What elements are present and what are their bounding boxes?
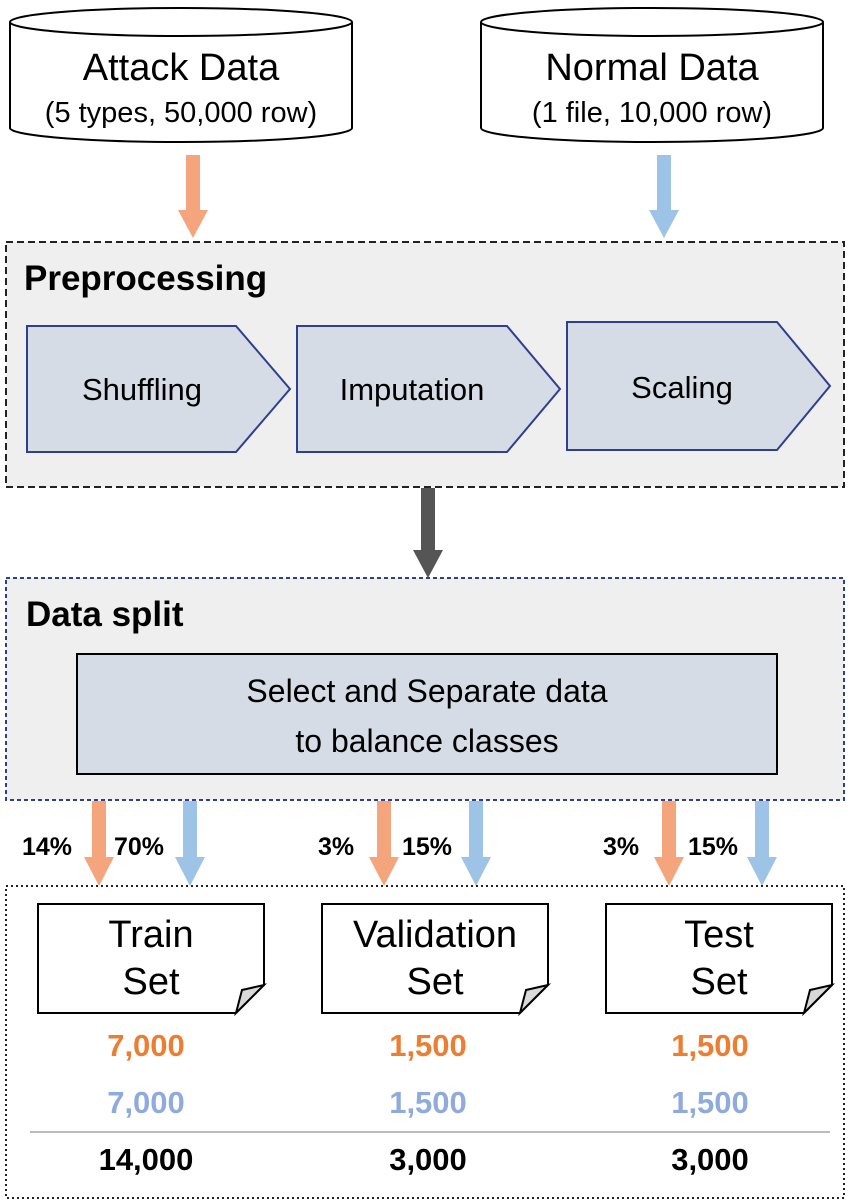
step-imputation-shape bbox=[296, 325, 562, 453]
validation-normal-pct: 15% bbox=[402, 833, 453, 861]
train-normal-count: 7,000 bbox=[107, 1085, 185, 1120]
normal-data-subtitle: (1 file, 10,000 row) bbox=[531, 97, 773, 129]
validation-total: 3,000 bbox=[389, 1142, 467, 1177]
validation-attack-pct: 3% bbox=[318, 833, 355, 861]
test-attack-pct: 3% bbox=[603, 833, 640, 861]
step-scaling-label: Scaling bbox=[631, 370, 733, 405]
test-normal-pct: 15% bbox=[688, 833, 739, 861]
train-attack-count: 7,000 bbox=[107, 1028, 185, 1063]
test-attack-arrow bbox=[654, 801, 684, 886]
attack-source-arrow bbox=[178, 155, 208, 238]
train-normal-arrow bbox=[175, 801, 205, 886]
train-set-label-line2: Set bbox=[122, 961, 180, 1003]
test-attack-count: 1,500 bbox=[671, 1028, 749, 1063]
balance-classes-line2: to balance classes bbox=[295, 723, 559, 759]
preprocess-to-split-arrow bbox=[413, 488, 443, 578]
step-scaling-shape bbox=[566, 321, 832, 451]
test-set-label-line1: Test bbox=[684, 914, 754, 956]
train-attack-arrow bbox=[84, 801, 114, 886]
validation-attack-count: 1,500 bbox=[389, 1028, 467, 1063]
preprocessing-title: Preprocessing bbox=[24, 259, 268, 298]
test-normal-count: 1,500 bbox=[671, 1085, 749, 1120]
step-shuffling-label: Shuffling bbox=[81, 372, 203, 407]
step-shuffling-shape bbox=[26, 325, 292, 453]
normal-source-arrow bbox=[649, 155, 679, 238]
attack-data-subtitle: (5 types, 50,000 row) bbox=[44, 97, 318, 129]
step-imputation-label: Imputation bbox=[339, 372, 485, 407]
test-set-label-line2: Set bbox=[690, 961, 748, 1003]
train-set-document bbox=[37, 903, 268, 1017]
test-set-document bbox=[605, 903, 836, 1017]
train-attack-pct: 14% bbox=[22, 833, 73, 861]
train-set-label-line1: Train bbox=[108, 914, 194, 956]
validation-set-label-line1: Validation bbox=[352, 914, 518, 956]
data-split-title: Data split bbox=[26, 595, 184, 634]
test-total: 3,000 bbox=[671, 1142, 749, 1177]
validation-set-label-line2: Set bbox=[406, 961, 464, 1003]
attack-data-title: Attack Data bbox=[82, 47, 280, 89]
validation-normal-count: 1,500 bbox=[389, 1085, 467, 1120]
test-normal-arrow bbox=[747, 801, 777, 886]
balance-classes-box bbox=[76, 653, 778, 775]
train-normal-pct: 70% bbox=[114, 833, 165, 861]
validation-attack-arrow bbox=[369, 801, 399, 886]
train-total: 14,000 bbox=[98, 1142, 194, 1177]
balance-classes-line1: Select and Separate data bbox=[246, 673, 608, 709]
attack-data-cylinder bbox=[9, 7, 353, 143]
normal-data-cylinder bbox=[480, 7, 824, 143]
normal-data-title: Normal Data bbox=[545, 47, 759, 89]
validation-set-document bbox=[321, 903, 552, 1017]
validation-normal-arrow bbox=[461, 801, 491, 886]
